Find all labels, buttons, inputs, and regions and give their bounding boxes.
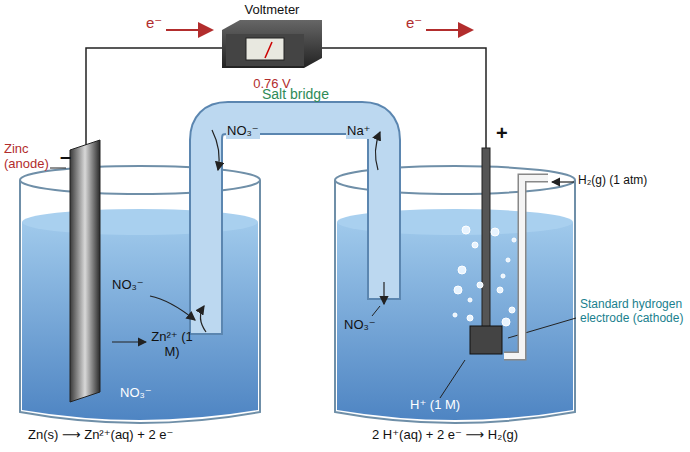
half-reaction: 2 H⁺(aq) + 2 e⁻ ⟶ H₂(g) (372, 428, 518, 443)
electron-label: e⁻ (146, 14, 162, 31)
left-beaker (20, 166, 260, 423)
ion-label: NO₃⁻ (226, 124, 260, 139)
electrode-label: Zinc (anode) (4, 142, 58, 172)
ion-label: NO₃⁻ (120, 386, 152, 401)
salt-bridge (206, 118, 384, 335)
voltmeter: Voltmeter 0.76 V (212, 2, 332, 92)
gas-label: H₂(g) (1 atm) (578, 174, 647, 188)
electron-arrow (166, 29, 212, 31)
gas-bubbles (453, 226, 516, 326)
ion-label: H⁺ (1 M) (410, 398, 460, 413)
device-title: Voltmeter (245, 2, 300, 18)
terminal-sign: + (496, 122, 508, 145)
electron-label: e⁻ (406, 14, 422, 31)
ion-label: NO₃⁻ (112, 278, 144, 293)
hydrogen-electrode (470, 148, 574, 356)
electrode-label: Standard hydrogen electrode (cathode) (580, 298, 686, 326)
half-reaction: Zn(s) ⟶ Zn²⁺(aq) + 2 e⁻ (28, 428, 173, 443)
ion-label: NO₃⁻ (344, 318, 376, 333)
electron-arrow (426, 29, 472, 31)
wire (322, 48, 486, 150)
ion-label: Zn²⁺ (1 M) (150, 330, 194, 360)
ion-label: Na⁺ (346, 124, 371, 139)
voltmeter-symbol (222, 20, 322, 68)
zinc-electrode (70, 140, 100, 402)
voltage-reading: 0.76 V (253, 76, 291, 92)
terminal-sign: – (60, 145, 71, 168)
